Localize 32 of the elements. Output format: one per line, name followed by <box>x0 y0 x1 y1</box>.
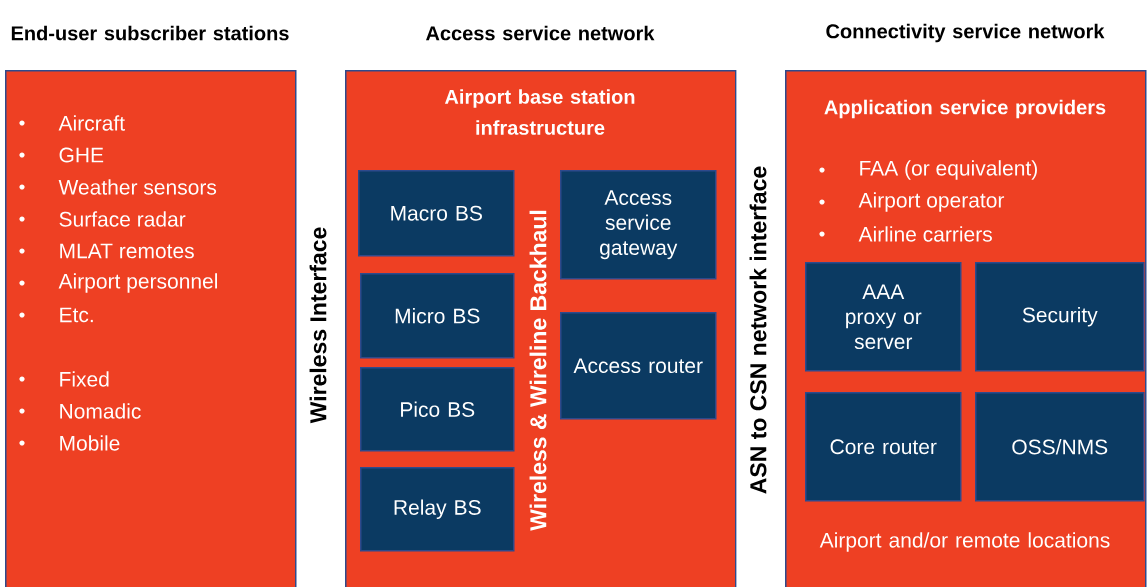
list-item: Mobile <box>19 435 120 451</box>
list-item: GHE <box>19 147 104 163</box>
interface-label: Wireless Interface <box>309 227 327 424</box>
column-heading: Connectivity service network <box>826 23 1105 43</box>
component-box: Access service gateway <box>560 170 717 280</box>
component-box: AAA proxy or server <box>805 262 962 372</box>
list-item: Fixed <box>19 371 109 387</box>
list-item: Etc. <box>19 307 93 323</box>
component-box: OSS/NMS <box>975 392 1145 502</box>
interface-label: ASN to CSN network interface <box>749 166 767 494</box>
column-heading: Access service network <box>426 25 655 41</box>
list-item: MLAT remotes <box>19 243 194 259</box>
list-item: Nomadic <box>19 403 141 419</box>
component-box: Pico BS <box>360 367 515 452</box>
component-box: Security <box>975 262 1145 372</box>
column-heading: End-user subscriber stations <box>11 25 289 41</box>
list-item: Airline carriers <box>819 226 992 242</box>
panel-title: Application service providers <box>824 99 1106 119</box>
component-box: Core router <box>805 392 962 502</box>
list-item: FAA (or equivalent) <box>819 160 1037 180</box>
panel-title: Airport base station infrastructure <box>444 89 635 135</box>
list-item: Aircraft <box>19 115 125 131</box>
list-item: Airport personnel <box>19 273 217 293</box>
component-box: Relay BS <box>360 467 515 552</box>
interface-label: Wireless & Wireline Backhaul <box>529 210 547 531</box>
component-box: Access router <box>560 312 717 420</box>
list-item: Weather sensors <box>19 179 217 195</box>
list-item: Surface radar <box>19 211 186 227</box>
component-box: Macro BS <box>358 170 515 257</box>
list-item: Airport operator <box>819 192 1005 212</box>
panel-footer: Airport and/or remote locations <box>819 532 1110 552</box>
component-box: Micro BS <box>360 273 515 359</box>
